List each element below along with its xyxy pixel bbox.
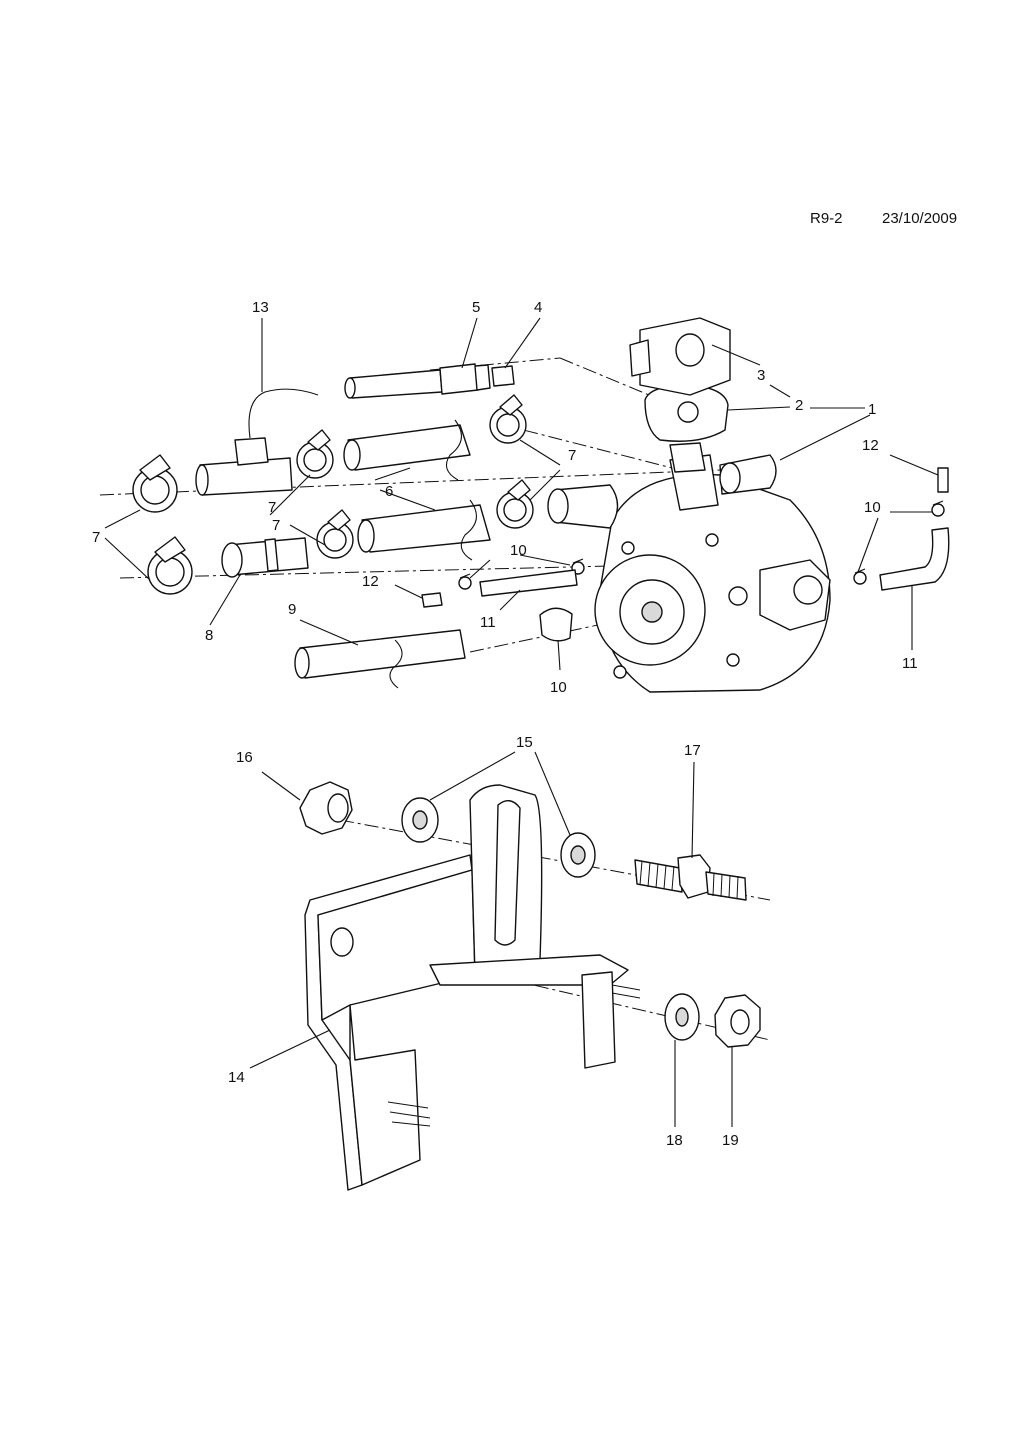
- stud-bolt-part-17: [634, 854, 747, 901]
- callout-10-right: 10: [864, 499, 881, 516]
- nut-part-19: [714, 994, 761, 1048]
- bracket-part-14: [304, 784, 641, 1191]
- leader-lines-upper: [104, 317, 939, 671]
- fitting-part-5: [344, 363, 491, 399]
- callout-3: 3: [757, 367, 765, 384]
- washer-part-15-b: [560, 832, 596, 878]
- clamp-part-7-e: [489, 394, 527, 444]
- callout-5: 5: [472, 299, 480, 316]
- callout-7-center-lower: 7: [272, 517, 280, 534]
- nipple-part-12-b: [937, 467, 949, 493]
- sheet-code: R9-2: [810, 210, 843, 227]
- callout-2: 2: [795, 397, 803, 414]
- callout-16: 16: [236, 749, 253, 766]
- callouts-lower: 14 15 16 17 18 19: [228, 734, 739, 1149]
- connector-part-8: [221, 537, 309, 578]
- callout-10-bottom: 10: [550, 679, 567, 696]
- clip-part-10-e: [931, 500, 945, 517]
- callout-17: 17: [684, 742, 701, 759]
- callout-10-center: 10: [510, 542, 527, 559]
- callout-6: 6: [385, 483, 393, 500]
- clip-part-10-d: [853, 568, 867, 585]
- reducer-body: [594, 454, 831, 693]
- callout-9: 9: [288, 601, 296, 618]
- reducer-inlet-nozzle: [547, 484, 619, 529]
- callout-12-center: 12: [362, 573, 379, 590]
- clamp-part-7-b: [147, 536, 193, 595]
- hose-part-11-a: [479, 569, 578, 597]
- clamp-part-7-c: [296, 429, 334, 479]
- callout-12-right: 12: [862, 437, 879, 454]
- nut-part-16: [299, 781, 353, 835]
- callout-18: 18: [666, 1132, 683, 1149]
- callout-14: 14: [228, 1069, 245, 1086]
- clip-part-10-c: [539, 607, 573, 642]
- nipple-part-12-a: [421, 592, 443, 608]
- washer-part-18: [664, 993, 700, 1041]
- callout-7-center: 7: [268, 499, 276, 516]
- hose-part-11-b: [879, 527, 950, 591]
- callout-11-center: 11: [480, 614, 496, 631]
- reducer-outlet-nozzle: [719, 454, 777, 495]
- clamp-part-7-d: [316, 509, 354, 559]
- callout-4: 4: [534, 299, 542, 316]
- clamp-part-7-f: [496, 479, 534, 529]
- callout-1: 1: [868, 401, 876, 418]
- callout-7-left: 7: [92, 529, 100, 546]
- leader-lines-lower: [249, 751, 733, 1127]
- clip-part-10-a: [458, 573, 472, 590]
- t-piece-part-13: [195, 388, 319, 496]
- callout-11-right: 11: [902, 655, 918, 672]
- clamp-part-7-a: [132, 454, 178, 513]
- hose-part-9: [294, 629, 466, 689]
- washer-part-15-a: [401, 797, 439, 843]
- callout-15: 15: [516, 734, 533, 751]
- callouts-upper: 1 2 3 4 5 6 7 7 7 7 8 9 10 10 10 11 11 1…: [92, 299, 918, 696]
- sheet-date: 23/10/2009: [882, 210, 958, 227]
- fitting-part-4: [491, 365, 515, 387]
- callout-8: 8: [205, 627, 213, 644]
- center-lines-lower: [339, 819, 771, 1041]
- hose-part-6-upper: [343, 419, 471, 481]
- callout-13: 13: [252, 299, 269, 316]
- callout-19: 19: [722, 1132, 739, 1149]
- solenoid-valve: [629, 317, 731, 473]
- callout-7-right: 7: [568, 447, 576, 464]
- hose-part-6-lower: [357, 499, 491, 561]
